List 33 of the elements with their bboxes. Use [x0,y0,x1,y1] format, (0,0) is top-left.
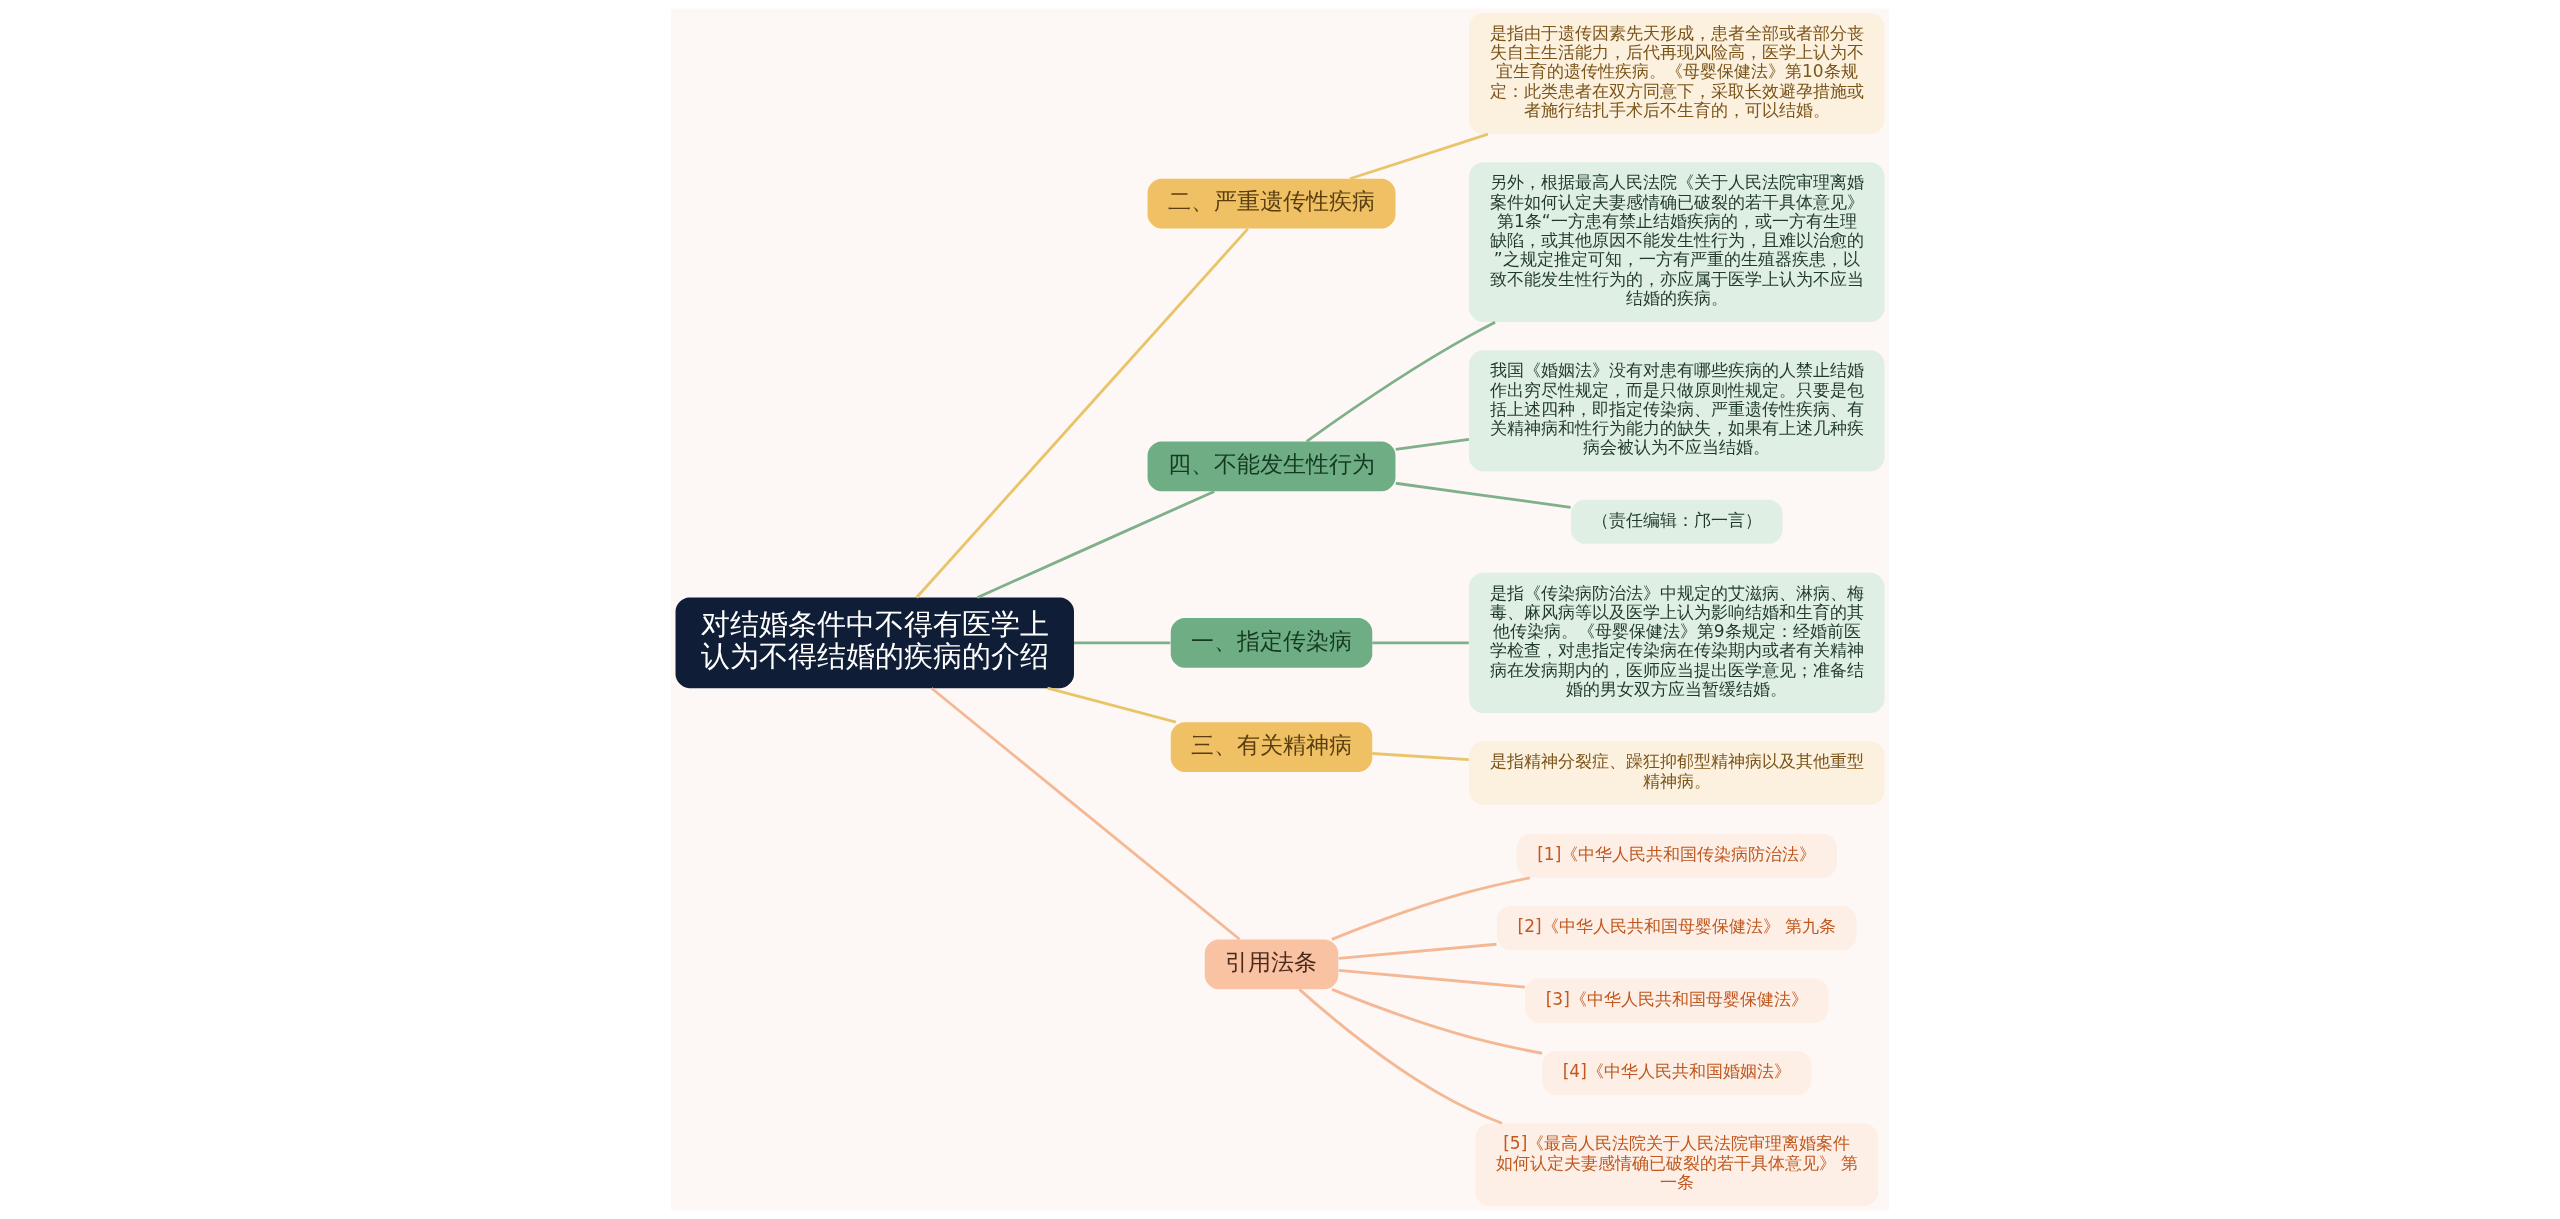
connector [1372,752,1469,762]
node-box: 四、不能发生性行为 [1147,441,1396,492]
connector [1074,641,1171,645]
connector [1395,481,1571,509]
connector [1372,641,1469,645]
connector [930,687,1241,941]
node-box: [1]《中华人民共和国传染病防治法》 [1516,833,1837,878]
connector [1349,132,1489,181]
connector [976,490,1215,599]
node-box: [5]《最高人民法院关于人民法院审理离婚案件如何认定夫妻感情确已破裂的若干具体意见》 第一条 [1475,1123,1879,1207]
node-box: 二、严重遗传性疾病 [1147,178,1396,229]
node-box: 三、有关精神病 [1170,722,1373,772]
connector [1331,988,1543,1055]
node-box: [3]《中华人民共和国母婴保健法》 [1525,978,1829,1023]
node-box: 一、指定传染病 [1170,618,1373,668]
node-box: 对结婚条件中不得有医学上认为不得结婚的疾病的介绍 [675,597,1074,689]
node-box: 是指《传染病防治法》中规定的艾滋病、淋病、梅毒、麻风病等以及医学上认为影响结婚和生育的其他传染病。《母婴保健法》第9条规定：经婚前医学检查，对患指定传染病在传染期内或者有关精神病在发病期内的，医师应当提出医学意见；准备结婚的男女双方应当暂缓结婚。 [1469,572,1885,714]
connector [1298,988,1503,1125]
node-box: 是指精神分裂症、躁狂抑郁型精神病以及其他重型精神病。 [1469,741,1885,805]
connector [1395,437,1470,451]
connector [1305,320,1496,443]
connector [915,227,1249,599]
node-box: （责任编辑：邝一言） [1570,499,1783,544]
connector [1331,876,1531,941]
connector [1047,686,1177,724]
connector [1338,942,1497,960]
node-box: 引用法条 [1204,939,1339,990]
node-box: 是指由于遗传因素先天形成，患者全部或者部分丧失自主生活能力，后代再现风险高，医学上认为不宜生育的遗传性疾病。《母婴保健法》第10条规定：此类患者在双方同意下，采取长效避孕措施或者施行结扎手术后不生育的，可以结婚。 [1469,12,1885,135]
node-box: [2]《中华人民共和国母婴保健法》 第九条 [1496,906,1857,951]
connector [1338,968,1526,989]
node-box: 另外，根据最高人民法院《关于人民法院审理离婚案件如何认定夫妻感情确已破裂的若干具体意见》第1条“一方患有禁止结婚疾病的，或一方有生理缺陷，或其他原因不能发生性行为，且难以治愈的”之规定推定可知，一方有严重的生殖器疾患，以致不能发生性行为的，亦应属于医学上认为不应当结婚的疾病。 [1469,162,1885,322]
node-box: 我国《婚姻法》没有对患有哪些疾病的人禁止结婚作出穷尽性规定，而是只做原则性规定。只要是包括上述四种，即指定传染病、严重遗传性疾病、有关精神病和性行为能力的缺失，如果有上述几种疾病会被认为不应当结婚。 [1469,350,1885,472]
node-box: [4]《中华人民共和国婚姻法》 [1542,1050,1812,1096]
